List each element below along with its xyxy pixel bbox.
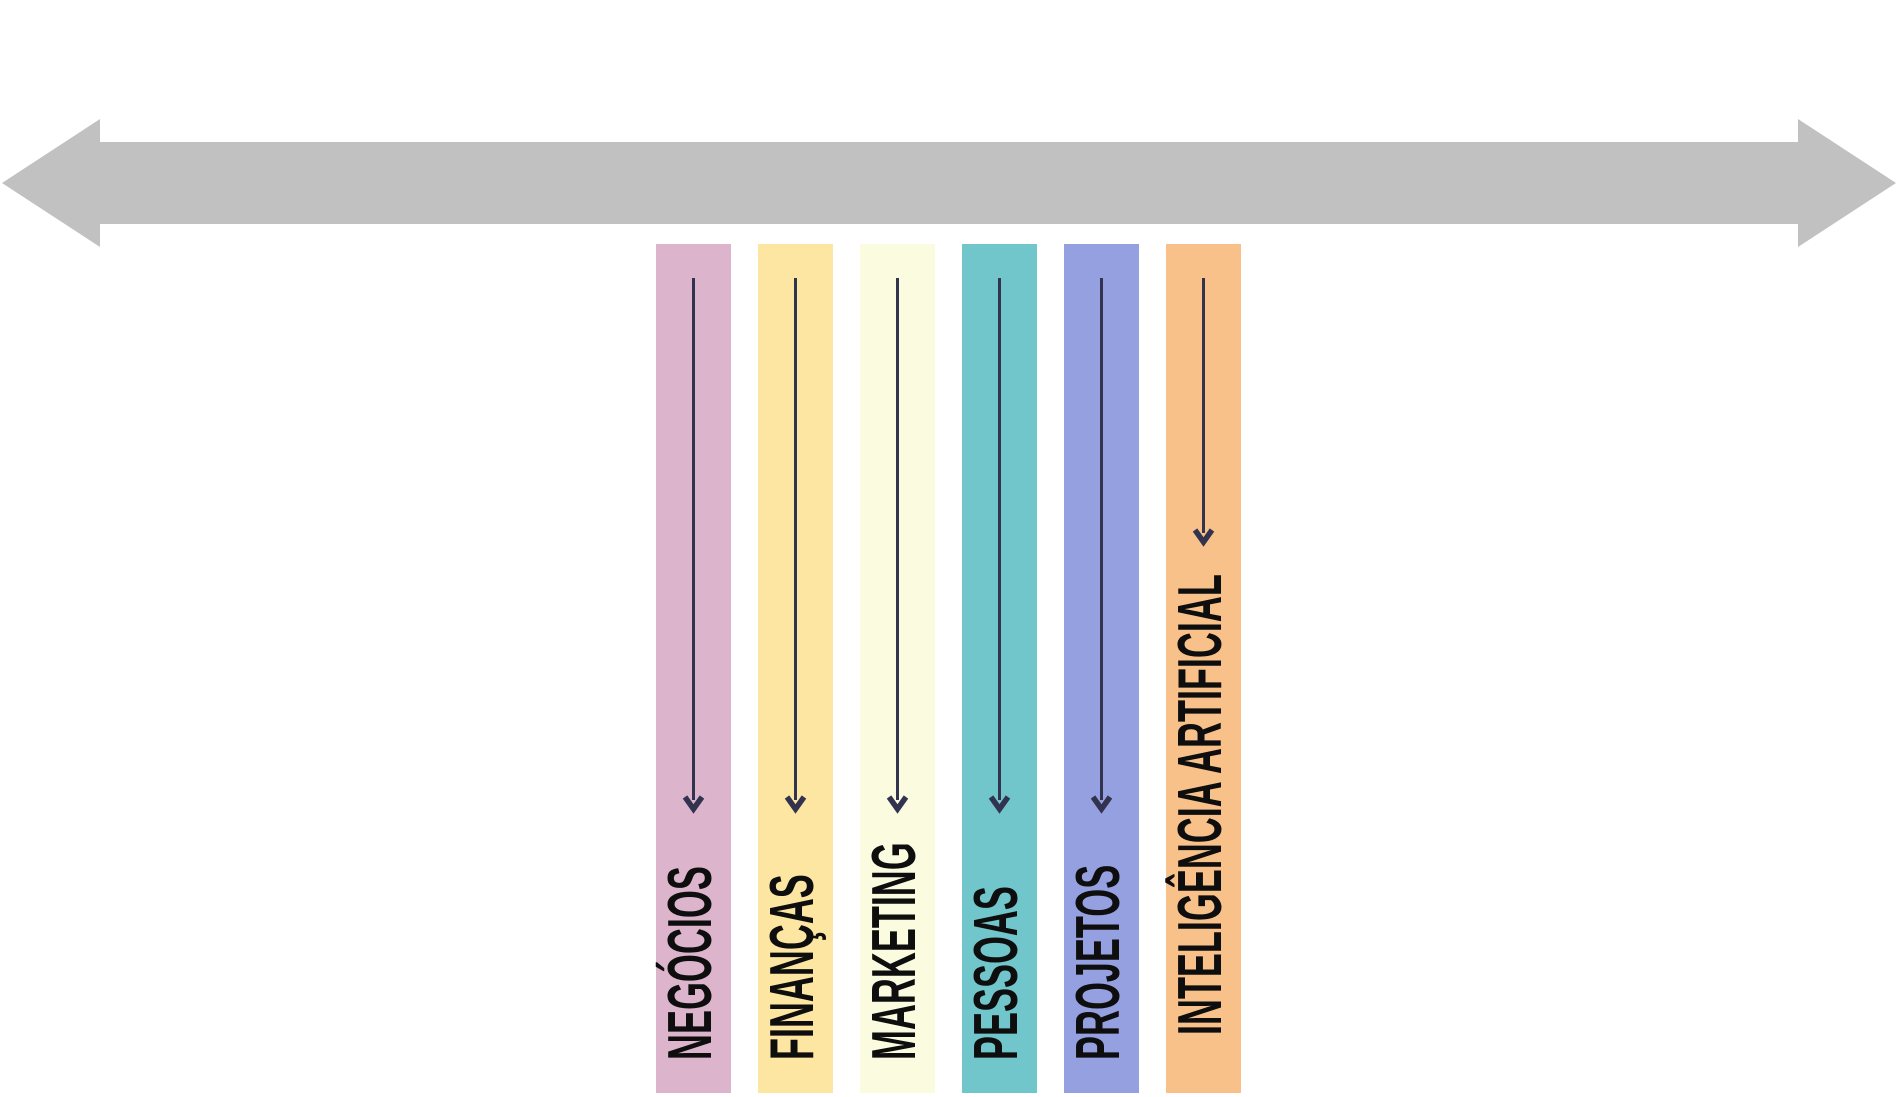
- horizontal-double-arrow-shape: [2, 119, 1896, 247]
- category-column-negocios: NEGÓCIOS: [656, 244, 731, 1093]
- category-label: INTELIGÊNCIA ARTIFICIAL: [1165, 574, 1235, 1035]
- down-arrow-icon: [784, 278, 807, 814]
- down-arrow-icon: [1090, 278, 1113, 814]
- horizontal-double-arrow-icon: [2, 119, 1896, 247]
- category-column-inteligencia-artificial: INTELIGÊNCIA ARTIFICIAL: [1166, 244, 1241, 1093]
- down-arrow-icon: [682, 278, 705, 814]
- category-label: PROJETOS: [1063, 864, 1133, 1060]
- category-label: PESSOAS: [961, 886, 1031, 1060]
- category-column-projetos: PROJETOS: [1064, 244, 1139, 1093]
- category-label: FINANÇAS: [757, 874, 827, 1060]
- category-columns: NEGÓCIOS FINANÇAS MARKETING PESSOAS: [656, 244, 1256, 1093]
- category-label: NEGÓCIOS: [655, 866, 725, 1060]
- category-column-pessoas: PESSOAS: [962, 244, 1037, 1093]
- down-arrow-icon: [886, 278, 909, 814]
- down-arrow-icon: [988, 278, 1011, 814]
- category-column-financas: FINANÇAS: [758, 244, 833, 1093]
- down-arrow-icon: [1192, 278, 1215, 547]
- category-label: MARKETING: [859, 842, 929, 1060]
- category-column-marketing: MARKETING: [860, 244, 935, 1093]
